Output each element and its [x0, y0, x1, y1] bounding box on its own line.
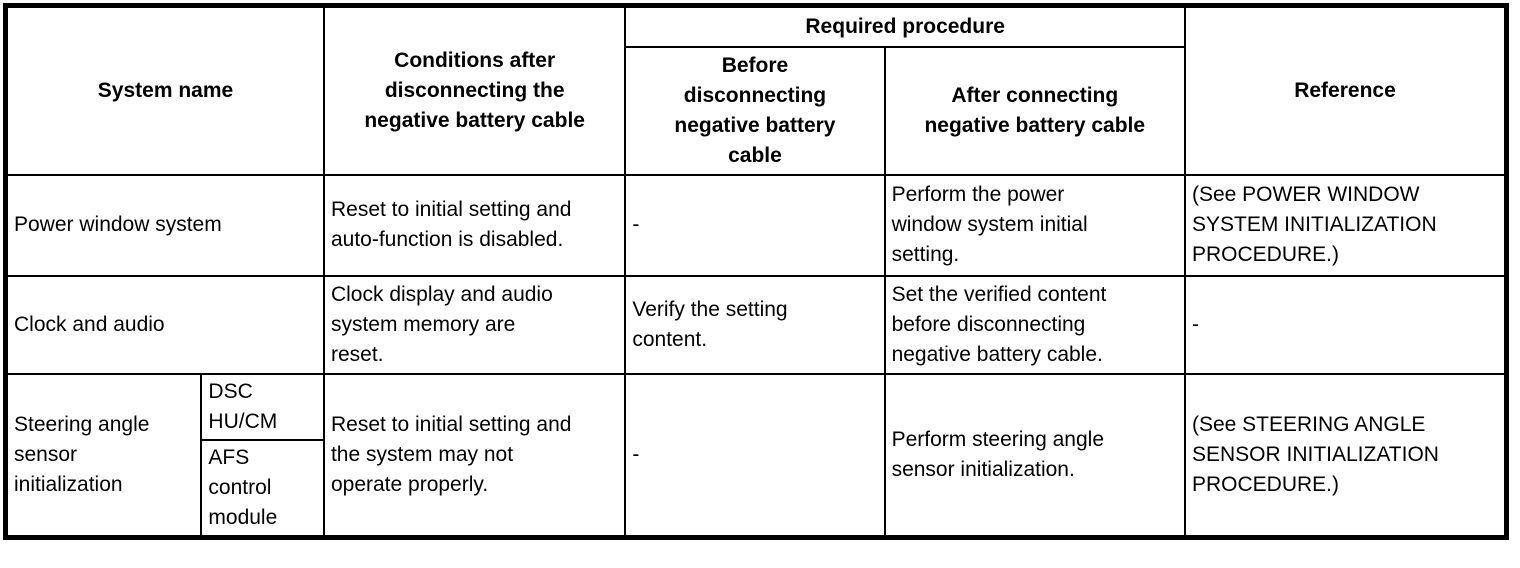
table-row-steering-angle-afs: AFS control module — [6, 438, 1507, 538]
cell-clock-audio-reference: - — [1183, 274, 1508, 375]
table-row-power-window: Power window system Reset to initial set… — [4, 173, 1508, 277]
cell-power-window-reference: (See POWER WINDOW SYSTEM INITIALIZATION … — [1183, 173, 1508, 277]
cell-steering-angle-subsystem-dsc: DSC HU/CM — [200, 372, 325, 441]
header-before-disconnecting: Before disconnecting negative battery ca… — [624, 45, 886, 176]
header-reference: Reference — [1183, 4, 1508, 176]
header-conditions: Conditions after disconnecting the negat… — [322, 4, 627, 176]
header-row-sub: Before disconnecting negative battery ca… — [6, 45, 1507, 176]
battery-disconnect-procedure-table: System name Conditions after disconnecti… — [3, 3, 1509, 540]
cell-clock-audio-before: Verify the setting content. — [624, 274, 886, 375]
cell-power-window-before: - — [624, 173, 886, 277]
cell-clock-audio-conditions: Clock display and audio system memory ar… — [322, 274, 627, 375]
header-after-connecting: After connecting negative battery cable — [883, 45, 1186, 176]
cell-steering-angle-reference: (See STEERING ANGLE SENSOR INITIALIZATIO… — [1183, 372, 1508, 538]
cell-power-window-conditions: Reset to initial setting and auto-functi… — [322, 173, 627, 277]
cell-power-window-system-name: Power window system — [4, 173, 325, 277]
cell-clock-audio-system-name: Clock and audio — [4, 274, 325, 375]
header-system-name: System name — [4, 4, 325, 176]
cell-steering-angle-after: Perform steering angle sensor initializa… — [883, 372, 1186, 538]
cell-clock-audio-after: Set the verified content before disconne… — [883, 274, 1186, 375]
header-required-procedure: Required procedure — [624, 4, 1186, 48]
table-row-steering-angle-dsc: Steering angle sensor initialization DSC… — [4, 372, 1508, 538]
cell-steering-angle-conditions: Reset to initial setting and the system … — [322, 372, 627, 538]
cell-power-window-after: Perform the power window system initial … — [883, 173, 1186, 277]
cell-steering-angle-system-name: Steering angle sensor initialization — [4, 372, 203, 538]
cell-steering-angle-subsystem-afs: AFS control module — [200, 438, 325, 538]
cell-steering-angle-before: - — [624, 372, 886, 538]
table-row-clock-audio: Clock and audio Clock display and audio … — [4, 274, 1508, 375]
header-row-top: System name Conditions after disconnecti… — [4, 4, 1508, 176]
